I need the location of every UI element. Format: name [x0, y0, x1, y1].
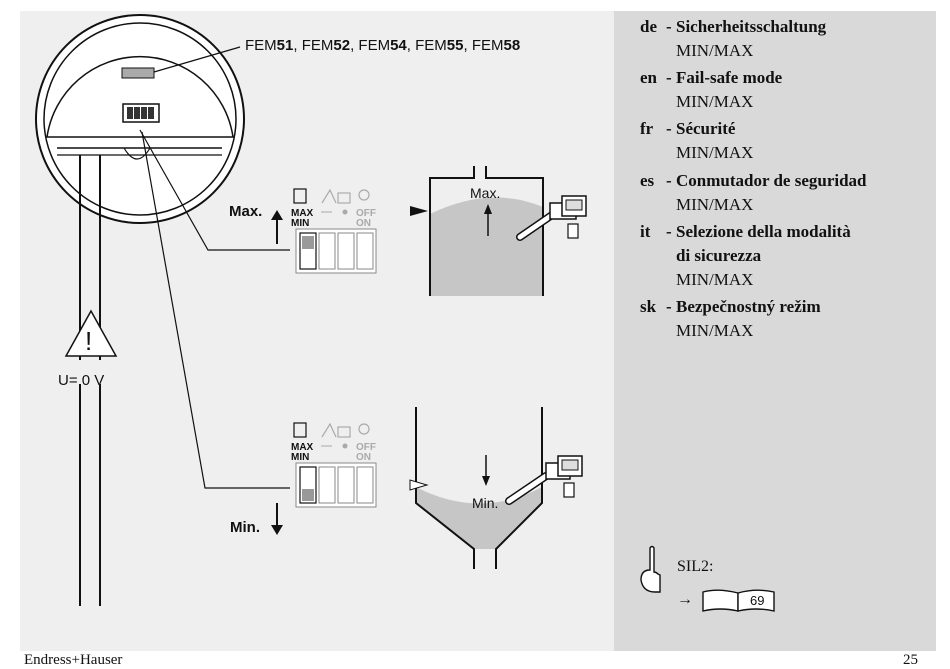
lang-sub: MIN/MAX — [676, 143, 754, 162]
lang-title-line2: di sicurezza — [676, 246, 762, 265]
switch-on-label-lower: ON — [356, 452, 371, 463]
switch-min-label-lower: MIN — [291, 452, 309, 463]
lang-code: en — [640, 68, 657, 87]
min-level-marker — [409, 479, 429, 491]
tank-max-liquid — [430, 197, 543, 296]
lang-entry-fr: fr-Sécurité MIN/MAX — [640, 117, 753, 165]
max-label: Max. — [229, 203, 262, 220]
switch-off-label-upper: OFF — [356, 208, 376, 219]
leader-min — [141, 131, 290, 489]
lang-title: Fail-safe mode — [676, 68, 783, 87]
lang-sub: MIN/MAX — [676, 321, 754, 340]
level-switch-lower — [505, 455, 583, 505]
insert-label-plate — [121, 67, 155, 79]
lang-entry-en: en-Fail-safe mode MIN/MAX — [640, 66, 782, 114]
lang-sub: MIN/MAX — [676, 92, 754, 111]
language-sidebar — [614, 11, 936, 651]
lang-title: Conmutador de seguridad — [676, 171, 867, 190]
lang-code: de — [640, 17, 657, 36]
switch-min-label-upper: MIN — [291, 218, 309, 229]
voltage-label: U= 0 V — [58, 372, 104, 389]
lang-code: it — [640, 222, 651, 241]
lang-code: es — [640, 171, 655, 190]
switch-max-setting — [293, 188, 377, 274]
tank-max-wall-left — [429, 166, 475, 296]
min-label: Min. — [230, 519, 260, 536]
lang-title: Bezpečnostný režim — [676, 297, 821, 316]
pointing-hand-icon — [640, 545, 661, 593]
lang-entry-it: it-Selezione della modalità di sicurezza… — [640, 220, 851, 292]
lang-sub: MIN/MAX — [676, 270, 754, 289]
lang-sub: MIN/MAX — [676, 195, 754, 214]
page-reference: 69 — [750, 593, 764, 608]
tank-max-wall-right — [485, 166, 544, 296]
footer-brand: Endress+Hauser — [24, 652, 123, 668]
lang-title: Sécurité — [676, 119, 736, 138]
model-list: FEM51, FEM52, FEM54, FEM55, FEM58 — [245, 37, 520, 54]
tank-min-wall-right — [495, 407, 543, 569]
switch-max-label-lower: MAX — [291, 442, 314, 453]
leader-max — [139, 129, 290, 251]
arrow-symbol: → — [677, 591, 693, 608]
level-switch-upper — [516, 195, 587, 241]
tank-min-wall-left — [415, 407, 475, 569]
switch-max-label-upper: MAX — [291, 208, 314, 219]
tank-min-label: Min. — [472, 495, 498, 511]
lang-code: fr — [640, 119, 654, 138]
housing-inner-ring — [43, 22, 237, 216]
sil-label: SIL2: — [677, 558, 714, 575]
switch-min-setting — [293, 422, 377, 508]
warning-symbol: ! — [85, 326, 92, 356]
page-number: 25 — [903, 652, 918, 668]
warning-icon — [64, 309, 118, 357]
lang-code: sk — [640, 297, 657, 316]
lang-entry-es: es-Conmutador de seguridad MIN/MAX — [640, 169, 867, 217]
lang-entry-sk: sk-Bezpečnostný režim MIN/MAX — [640, 295, 821, 343]
switch-on-label-upper: ON — [356, 218, 371, 229]
lang-title: Selezione della modalità — [676, 222, 851, 241]
electronic-insert — [46, 55, 234, 138]
lang-sub: MIN/MAX — [676, 41, 754, 60]
tank-max-label: Max. — [470, 185, 500, 201]
lang-entry-de: de-Sicherheitsschaltung MIN/MAX — [640, 15, 826, 63]
lang-title: Sicherheitsschaltung — [676, 17, 827, 36]
switch-off-label-lower: OFF — [356, 442, 376, 453]
book-icon — [702, 589, 775, 612]
max-level-marker — [410, 206, 428, 216]
